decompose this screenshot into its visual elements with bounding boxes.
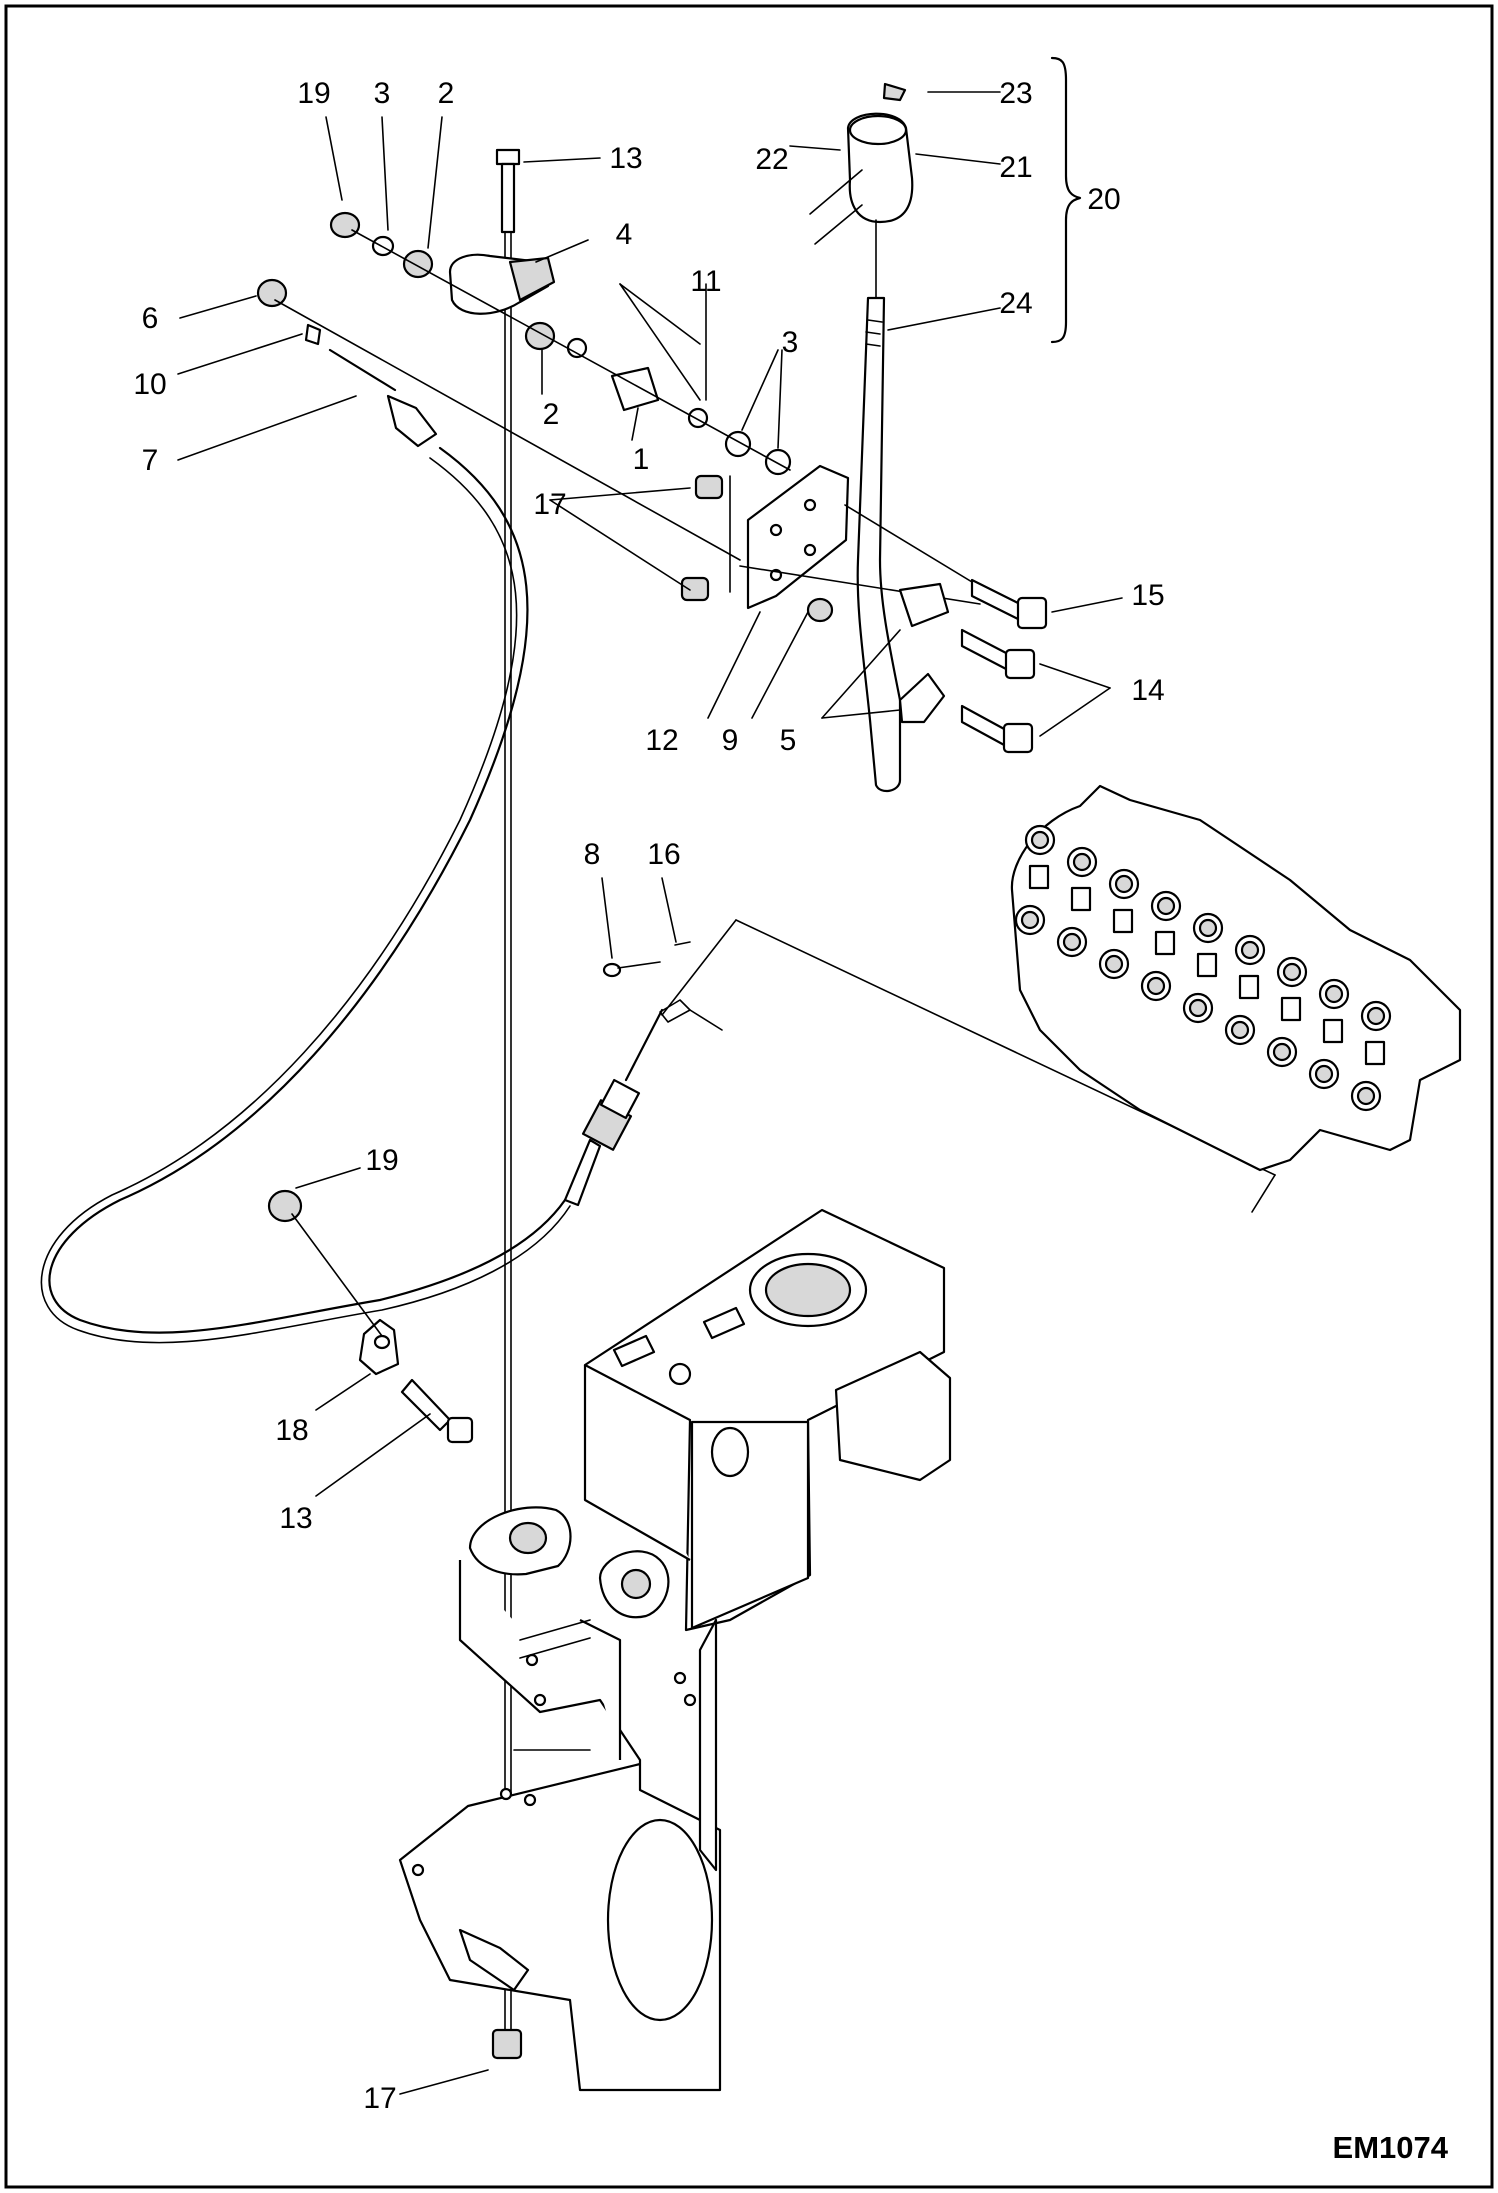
control-tower-frame [398,1208,952,2092]
callout-19-lower: 19 [365,1144,398,1177]
callout-21: 21 [999,151,1032,184]
valve-spool-icon [1112,908,1134,934]
callout-16: 16 [647,838,680,871]
valve-spool-icon [1280,996,1302,1022]
mounting-plate [680,464,1011,623]
valve-port-inner-icon [1146,976,1166,996]
callout-14: 14 [1131,674,1164,707]
callout-1: 1 [633,443,650,476]
clamps-and-bolts [898,578,1048,754]
valve-port-inner-icon [1272,1042,1292,1062]
callout-8: 8 [584,838,601,871]
valve-port-inner-icon [1198,918,1218,938]
valve-port-inner-icon [1062,932,1082,952]
callout-22: 22 [755,143,788,176]
callout-10: 10 [133,368,166,401]
valve-port-inner-icon [1240,940,1260,960]
valve-port-inner-icon [1324,984,1344,1004]
callout-19-top: 19 [297,77,330,110]
valve-port-inner-icon [1366,1006,1386,1026]
callout-17-bottom: 17 [363,2082,396,2115]
valve-spool-icon [1196,952,1218,978]
callout-17-top: 17 [533,488,566,521]
cable-end [256,278,741,561]
callout-18: 18 [275,1414,308,1447]
valve-spool-icon [1238,974,1260,1000]
valve-block [1010,784,1462,1172]
callout-5: 5 [780,724,797,757]
bracket-18 [267,1189,474,1444]
callout-9: 9 [722,724,739,757]
valve-spool-icon [1154,930,1176,956]
callout-4: 4 [616,218,633,251]
figure-code: EM1074 [1333,2130,1449,2165]
pivot-parts [329,211,792,476]
valve-port-inner-icon [1282,962,1302,982]
valve-spool-icon [1070,886,1092,912]
callout-6: 6 [142,302,159,335]
callout-3-right: 3 [782,326,799,359]
callout-23: 23 [999,77,1032,110]
callout-20: 20 [1087,183,1120,216]
valve-spool-icon [1028,864,1050,890]
callout-3-top: 3 [374,77,391,110]
callout-12: 12 [645,724,678,757]
valve-spool-icon [1322,1018,1344,1044]
valve-port-inner-icon [1104,954,1124,974]
valve-spool-icon [1364,1040,1386,1066]
valve-port-inner-icon [1020,910,1040,930]
valve-port-inner-icon [1072,852,1092,872]
callout-13-top: 13 [609,142,642,175]
callout-labels: 19 3 2 13 4 11 6 3 10 2 7 1 17 15 14 12 … [133,77,1448,2165]
callout-13-lower: 13 [279,1502,312,1535]
valve-port-inner-icon [1114,874,1134,894]
valve-port-inner-icon [1030,830,1050,850]
callout-24: 24 [999,287,1032,320]
bracket-20 [1050,56,1082,344]
gear-lever-assembly [809,82,914,793]
valve-port-inner-icon [1156,896,1176,916]
control-cable [48,446,567,1334]
long-bolt-assembly [491,148,523,2060]
diagram-frame [4,4,1494,2189]
callout-11: 11 [690,265,721,298]
cable-lower-end [563,919,1276,1213]
valve-port-inner-icon [1230,1020,1250,1040]
callout-7: 7 [142,444,159,477]
callout-15: 15 [1131,579,1164,612]
valve-port-inner-icon [1356,1086,1376,1106]
leader-lines [177,91,1123,2095]
callout-2-mid: 2 [543,398,560,431]
callout-2-top: 2 [438,77,455,110]
valve-port-inner-icon [1314,1064,1334,1084]
valve-port-inner-icon [1188,998,1208,1018]
